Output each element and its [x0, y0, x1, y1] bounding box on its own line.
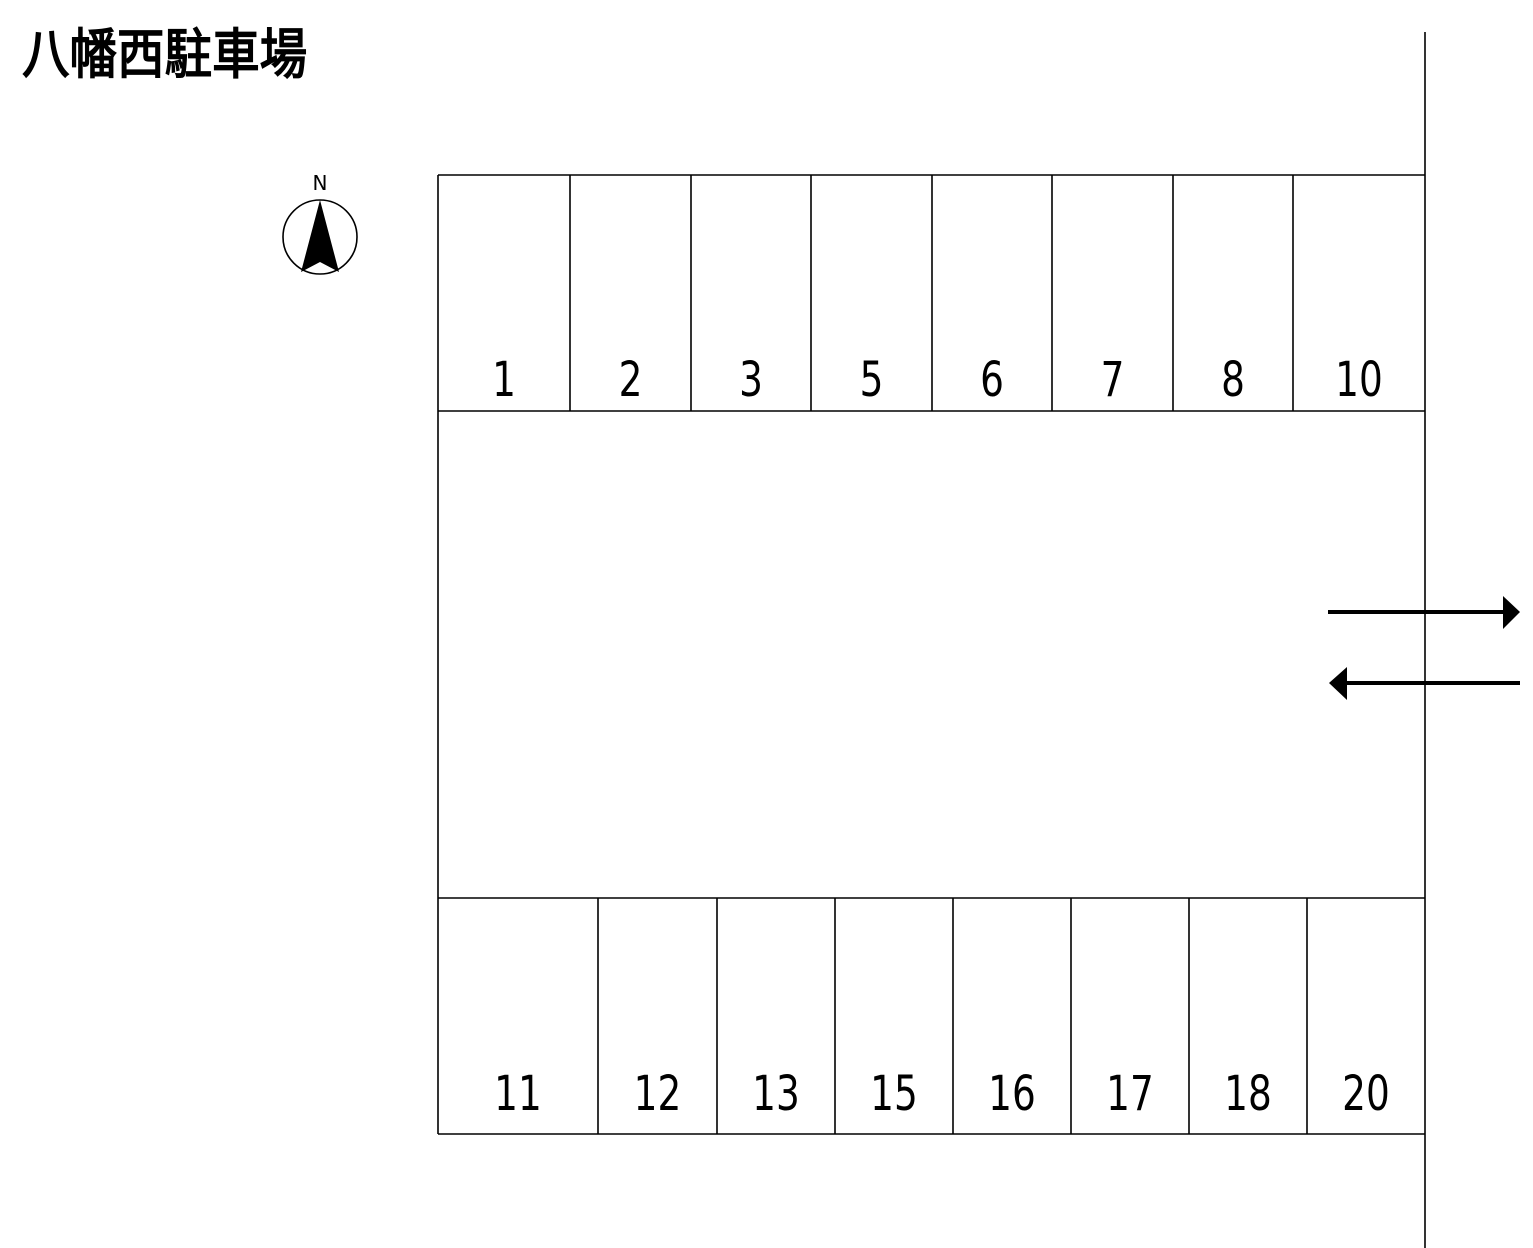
stall-number-7: 7: [1101, 353, 1125, 409]
stall-number-11: 11: [494, 1067, 542, 1123]
stall-number-15: 15: [870, 1067, 918, 1123]
north-compass-icon: N: [282, 171, 358, 275]
stall-number-5: 5: [860, 353, 884, 409]
stall-number-3: 3: [739, 353, 763, 409]
stall-number-18: 18: [1224, 1067, 1272, 1123]
stall-number-20: 20: [1342, 1067, 1390, 1123]
stall-number-13: 13: [752, 1067, 800, 1123]
stall-number-6: 6: [980, 353, 1004, 409]
stall-number-1: 1: [492, 353, 516, 409]
stall-number-16: 16: [988, 1067, 1036, 1123]
top-stall-row: 1 2 3 5 6 7 8 10: [492, 175, 1383, 411]
stall-number-2: 2: [619, 353, 643, 409]
stall-number-8: 8: [1221, 353, 1245, 409]
entry-arrow-icon: [1329, 667, 1520, 700]
bottom-stall-row: 11 12 13 15 16 17 18 20: [494, 898, 1390, 1134]
entry-exit-arrows: [1328, 596, 1520, 700]
stall-number-10: 10: [1335, 353, 1383, 409]
stall-number-12: 12: [634, 1067, 682, 1123]
compass-north-label: N: [313, 171, 328, 195]
stall-number-17: 17: [1106, 1067, 1154, 1123]
page-title: 八幡西駐車場: [22, 23, 308, 86]
exit-arrow-icon: [1328, 596, 1520, 629]
